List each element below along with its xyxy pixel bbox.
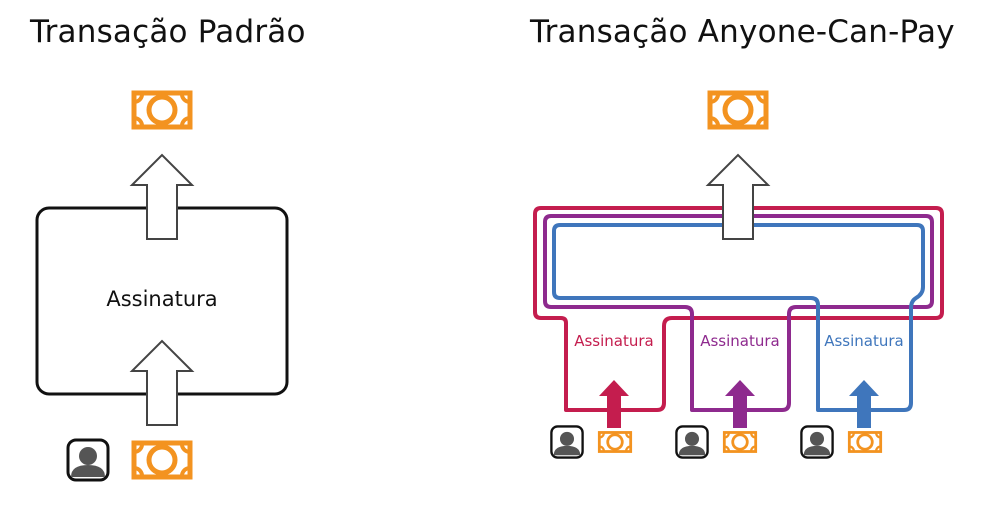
money-icon xyxy=(597,431,633,453)
money-icon xyxy=(134,93,190,127)
signature-path-red xyxy=(533,206,944,412)
user-icon xyxy=(550,425,584,459)
money-icon xyxy=(722,431,758,453)
anyone-can-pay-transaction: Assinatura Assinatura Assinatura xyxy=(533,93,944,459)
arrow-up-icon xyxy=(849,380,879,428)
money-icon xyxy=(710,93,766,127)
signature-label-blue: Assinatura xyxy=(824,332,904,350)
arrow-up-icon xyxy=(725,380,755,428)
anyone-can-pay-title: Transação Anyone-Can-Pay xyxy=(530,14,955,50)
standard-transaction: Assinatura xyxy=(35,93,289,482)
signature-label-purple: Assinatura xyxy=(700,332,780,350)
user-icon xyxy=(800,425,834,459)
signature-label: Assinatura xyxy=(106,287,217,311)
money-icon xyxy=(847,431,883,453)
signature-label-red: Assinatura xyxy=(574,332,654,350)
standard-transaction-title: Transação Padrão xyxy=(30,14,306,50)
user-icon xyxy=(66,438,110,482)
signature-path-blue xyxy=(552,223,925,412)
arrow-up-icon xyxy=(599,380,629,428)
money-icon xyxy=(134,443,190,477)
signature-path-purple xyxy=(543,214,934,412)
user-icon xyxy=(675,425,709,459)
